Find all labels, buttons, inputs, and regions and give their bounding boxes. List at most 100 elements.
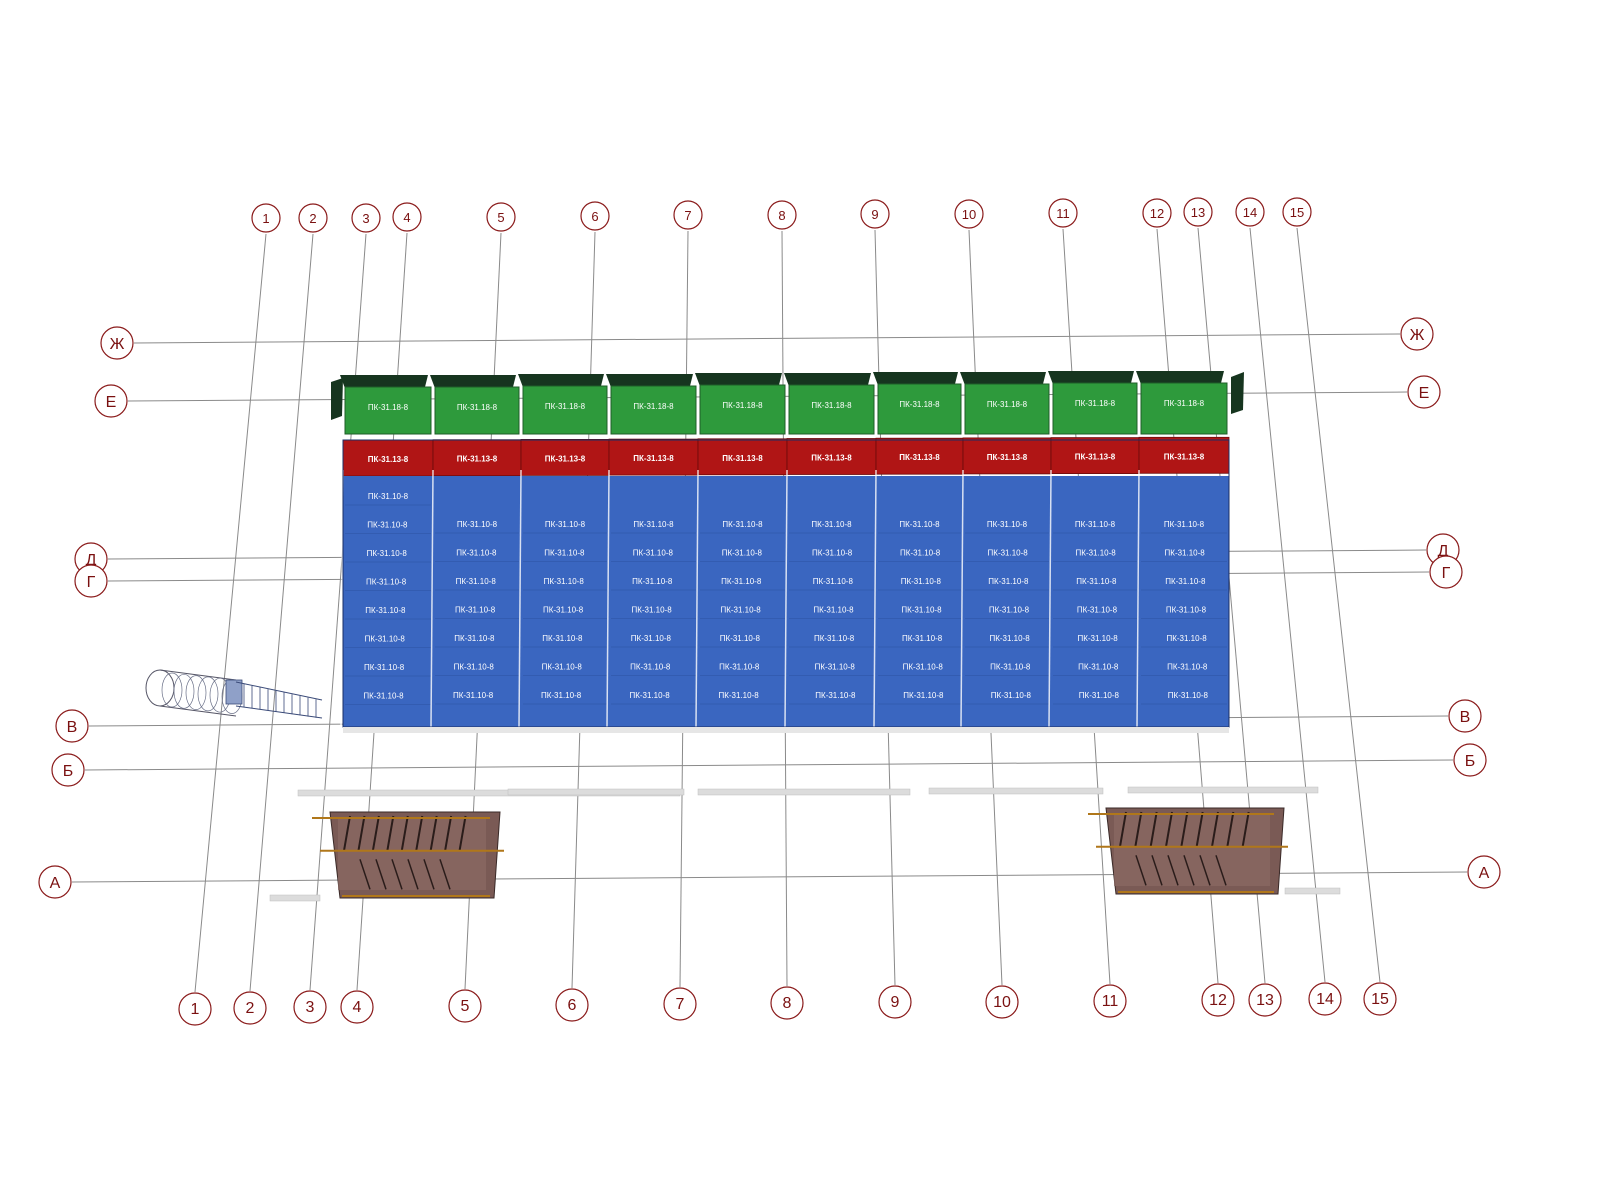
- blue-panel: [433, 476, 521, 727]
- row-axis-bubble: Б: [51, 753, 85, 787]
- blue-panel-label: ПК-31.10-8: [631, 634, 672, 643]
- row-axis-label: Е: [106, 394, 117, 411]
- blue-panel-label: ПК-31.10-8: [541, 691, 582, 700]
- blue-panel-label: ПК-31.10-8: [991, 691, 1032, 700]
- row-axis-bubble: А: [1467, 855, 1501, 889]
- row-axis-label: А: [1479, 865, 1490, 882]
- column-axis-bubble: 2: [233, 991, 267, 1025]
- blue-panel-label: ПК-31.10-8: [368, 492, 409, 501]
- slab-panels: ПК-31.18-8ПК-31.13-8ПК-31.10-8ПК-31.10-8…: [331, 371, 1244, 733]
- green-end-cap: [331, 378, 343, 420]
- blue-panel-label: ПК-31.10-8: [543, 606, 584, 615]
- blue-panel-label: ПК-31.10-8: [988, 577, 1029, 586]
- blue-panel-label: ПК-31.10-8: [456, 577, 497, 586]
- blue-panel-label: ПК-31.10-8: [363, 692, 404, 701]
- slab-edge: [343, 727, 1229, 733]
- green-panel: [877, 383, 962, 435]
- red-panel-label: ПК-31.13-8: [633, 454, 674, 463]
- column-axis-line: [309, 233, 367, 991]
- stairs-and-ramp: [145, 669, 1341, 902]
- blue-panel-label: ПК-31.10-8: [544, 577, 585, 586]
- blue-panel-label: ПК-31.10-8: [453, 691, 494, 700]
- blue-panel-label: ПК-31.10-8: [631, 606, 672, 615]
- column-axis-bubble: 15: [1363, 982, 1397, 1016]
- green-panel-label: ПК-31.18-8: [722, 401, 763, 410]
- row-axis-label: Е: [1419, 385, 1430, 402]
- green-end-cap: [1231, 372, 1244, 414]
- column-axis-label: 6: [568, 997, 577, 1014]
- blue-panel-label: ПК-31.10-8: [1164, 520, 1205, 529]
- blue-panel-label: ПК-31.10-8: [1076, 577, 1117, 586]
- blue-panel-label: ПК-31.10-8: [1166, 634, 1207, 643]
- blue-panel-label: ПК-31.10-8: [1167, 663, 1208, 672]
- green-panel: [1140, 382, 1228, 435]
- green-panel-label: ПК-31.18-8: [1075, 399, 1116, 408]
- row-axis-label: В: [1460, 709, 1471, 726]
- blue-panel-label: ПК-31.10-8: [721, 577, 762, 586]
- bay-divider: [695, 469, 699, 728]
- blue-panel-label: ПК-31.10-8: [903, 691, 944, 700]
- green-panel-label: ПК-31.18-8: [1164, 399, 1205, 408]
- blue-panel-label: ПК-31.10-8: [719, 663, 760, 672]
- bay-divider: [518, 469, 522, 728]
- beam: [1127, 786, 1319, 794]
- red-panel-label: ПК-31.13-8: [545, 454, 586, 463]
- green-panel: [1052, 382, 1138, 435]
- column-axis-label: 10: [962, 207, 976, 222]
- blue-panel-label: ПК-31.10-8: [813, 577, 854, 586]
- row-axis-bubble: Е: [94, 384, 128, 418]
- column-axis-line: [1249, 227, 1326, 983]
- bay-divider: [1048, 469, 1052, 728]
- bay-divider: [606, 469, 610, 728]
- blue-panel-label: ПК-31.10-8: [367, 549, 408, 558]
- column-axis-bubble: 8: [770, 986, 804, 1020]
- column-axis-bubble: 10: [954, 199, 984, 229]
- blue-panel-label: ПК-31.10-8: [1078, 663, 1119, 672]
- column-axis-label: 11: [1056, 206, 1070, 221]
- column-axis-label: 12: [1209, 992, 1227, 1009]
- blue-panel-label: ПК-31.10-8: [365, 635, 406, 644]
- blue-panel-label: ПК-31.10-8: [542, 663, 583, 672]
- blue-panel-label: ПК-31.10-8: [457, 520, 498, 529]
- blue-panel-label: ПК-31.10-8: [989, 634, 1030, 643]
- column-axis-label: 8: [783, 995, 792, 1012]
- row-axis-bubble: В: [1448, 699, 1482, 733]
- blue-panel-label: ПК-31.10-8: [812, 549, 853, 558]
- blue-panel-label: ПК-31.10-8: [365, 606, 406, 615]
- column-axis-bubble: 1: [178, 992, 212, 1026]
- column-axis-label: 3: [306, 999, 315, 1016]
- blue-panel: [609, 476, 698, 727]
- row-axis-bubble: Ж: [1400, 317, 1434, 351]
- green-panel: [788, 384, 875, 435]
- blue-panel: [787, 476, 876, 727]
- column-axis-bubble: 8: [767, 200, 797, 230]
- blue-panel-label: ПК-31.10-8: [1166, 606, 1207, 615]
- row-axis-bubble: В: [55, 709, 89, 743]
- green-panel-label: ПК-31.18-8: [545, 402, 586, 411]
- blue-panel-label: ПК-31.10-8: [1077, 634, 1118, 643]
- column-axis-bubble: 9: [860, 199, 890, 229]
- row-axis-label: В: [67, 719, 78, 736]
- beam: [697, 788, 911, 796]
- red-panel-label: ПК-31.13-8: [368, 455, 409, 464]
- blue-panel-label: ПК-31.10-8: [1165, 549, 1206, 558]
- blue-panel-label: ПК-31.10-8: [544, 549, 585, 558]
- column-axis-label: 2: [246, 1000, 255, 1017]
- green-panel-label: ПК-31.18-8: [899, 400, 940, 409]
- row-axis-label: Д: [86, 552, 97, 569]
- blue-panel-label: ПК-31.10-8: [814, 634, 855, 643]
- green-panel: [344, 386, 432, 435]
- column-axis-label: 8: [778, 208, 785, 223]
- column-axis-bubble: 12: [1142, 198, 1172, 228]
- blue-panel-label: ПК-31.10-8: [1077, 606, 1118, 615]
- blue-panel: [963, 476, 1051, 727]
- row-axis-label: Б: [1465, 753, 1476, 770]
- red-panel: [432, 439, 522, 477]
- column-axis-label: 5: [461, 998, 470, 1015]
- green-panel-label: ПК-31.18-8: [368, 403, 409, 412]
- red-panel: [697, 438, 788, 476]
- bay-divider: [873, 469, 877, 728]
- blue-panel-label: ПК-31.10-8: [364, 663, 405, 672]
- column-axis-label: 12: [1150, 206, 1164, 221]
- column-axis-bubble: 15: [1282, 197, 1312, 227]
